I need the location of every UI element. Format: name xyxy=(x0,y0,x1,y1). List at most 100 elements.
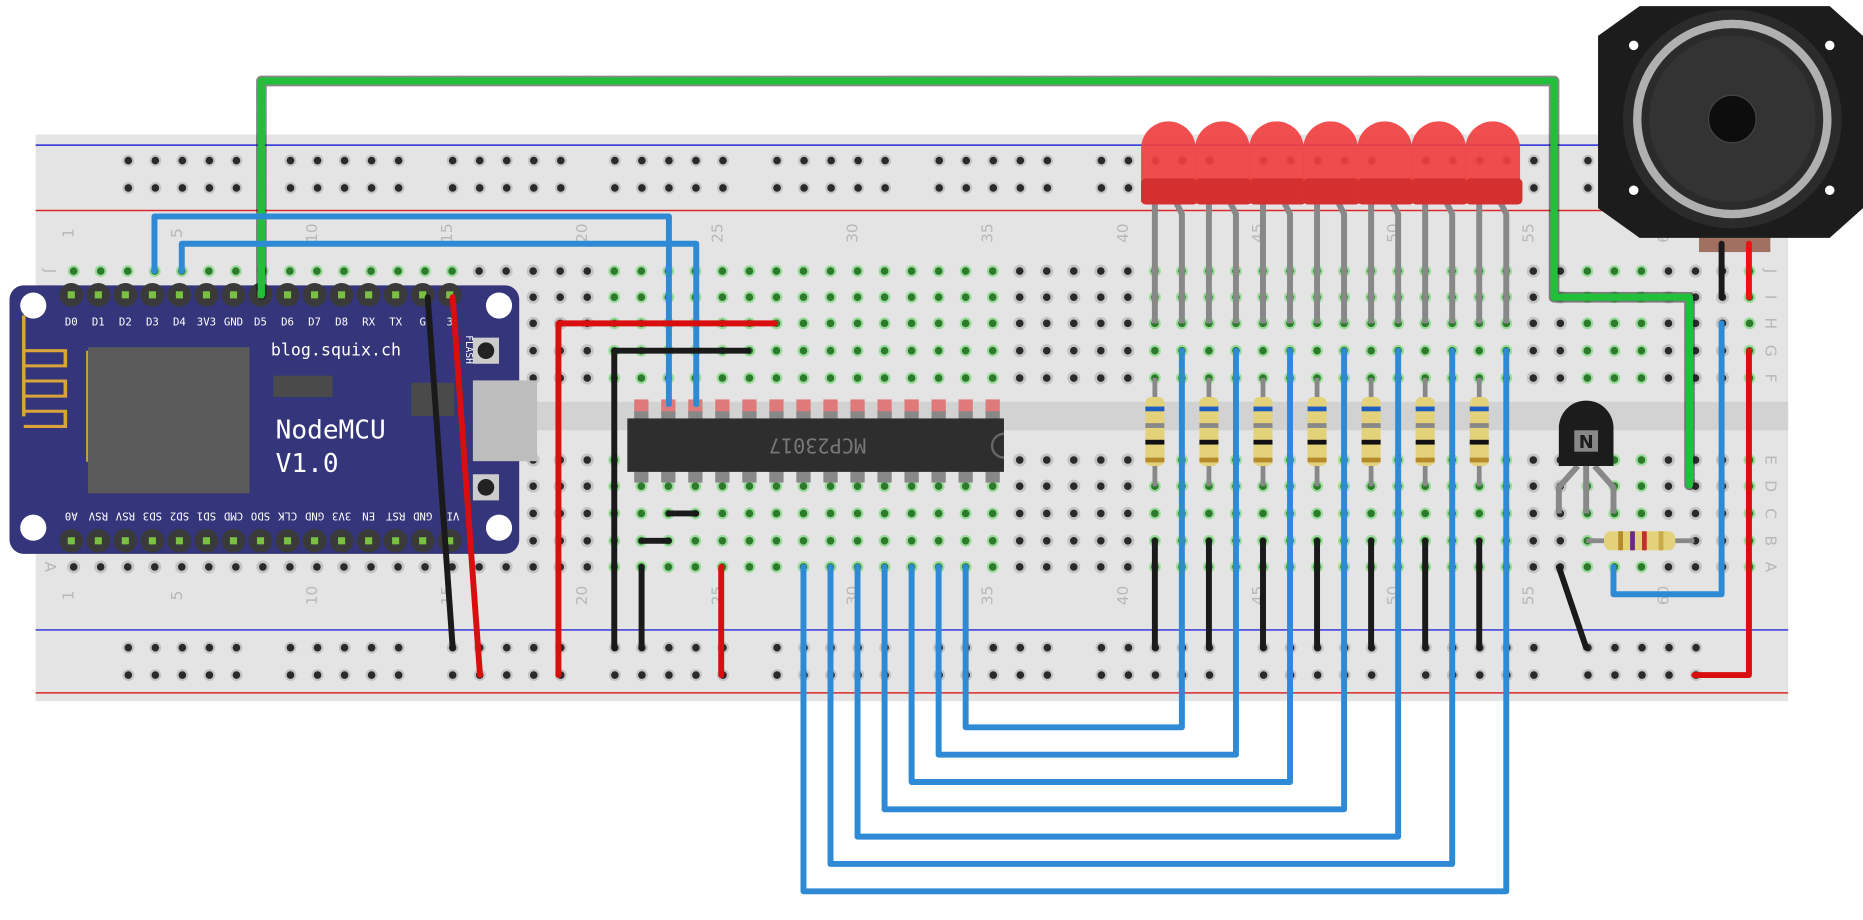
hole-center xyxy=(961,374,970,382)
hole-center xyxy=(1664,563,1673,571)
base-resistor xyxy=(1586,531,1695,551)
wire-red-chip-vcc[interactable] xyxy=(555,320,778,679)
hole-center xyxy=(1583,319,1592,328)
resistor-band xyxy=(1469,439,1489,445)
wire-black-gnd[interactable] xyxy=(424,294,456,651)
wire-blue-collector[interactable] xyxy=(1610,320,1725,598)
row-label: B xyxy=(1762,535,1780,546)
hole-center xyxy=(286,184,295,192)
resistor-band xyxy=(1199,457,1219,463)
chip-pin-top xyxy=(958,399,973,414)
pin-pad xyxy=(310,291,319,299)
hole-center xyxy=(1664,319,1673,328)
hole-center xyxy=(1584,156,1592,165)
column-number: 5 xyxy=(168,591,186,601)
wire-blue-chip-to-led[interactable] xyxy=(935,347,1239,758)
wire-black-emitter[interactable] xyxy=(1555,563,1590,651)
column-number: 20 xyxy=(573,586,591,606)
hole-center xyxy=(1637,509,1646,518)
wire-blue-d3-chip[interactable] xyxy=(151,213,672,408)
resistor-band xyxy=(1469,457,1489,463)
hole-center xyxy=(1042,536,1051,545)
hole-center xyxy=(583,456,592,464)
chip-pin-top xyxy=(796,399,811,414)
wire-black-chip-gnd[interactable] xyxy=(611,347,752,651)
hole-center xyxy=(610,293,619,302)
hole-center xyxy=(826,267,835,275)
hole-center xyxy=(1583,346,1592,355)
pin-label: RSV xyxy=(88,509,108,522)
hole-center xyxy=(367,184,376,192)
hole-center xyxy=(286,156,295,165)
hole-center xyxy=(691,563,700,571)
hole-center xyxy=(1069,293,1078,302)
pin-label: D1 xyxy=(92,316,105,329)
pin-pad xyxy=(392,537,400,545)
hole-center xyxy=(1124,346,1132,355)
hole-center xyxy=(907,267,916,275)
wires xyxy=(151,75,1752,895)
resistor-band xyxy=(1307,406,1327,412)
hole-center xyxy=(745,536,754,545)
hole-center xyxy=(773,671,781,679)
pin-pad xyxy=(256,537,265,545)
hole-center xyxy=(502,671,511,679)
resistor-band xyxy=(1307,457,1327,463)
hole-center xyxy=(853,509,862,518)
hole-center xyxy=(1205,671,1214,679)
hole-center xyxy=(1124,563,1132,571)
hole-center xyxy=(205,643,214,652)
mount-hole xyxy=(1824,185,1835,196)
hole-center xyxy=(692,184,700,192)
resistor xyxy=(1145,378,1165,487)
row-label: H xyxy=(1762,318,1780,330)
mount-hole xyxy=(20,514,47,541)
wire-blue-chip-to-led[interactable] xyxy=(854,347,1402,840)
wire-blue-chip-to-led[interactable] xyxy=(827,347,1456,867)
hole-center xyxy=(1097,319,1105,328)
hole-center xyxy=(178,671,187,679)
board-name: NodeMCU xyxy=(276,416,386,446)
hole-center xyxy=(1016,156,1025,165)
hole-center xyxy=(1015,267,1024,275)
hole-center xyxy=(1069,563,1078,571)
led-rim xyxy=(1195,178,1253,205)
hole-center xyxy=(502,267,510,275)
usb-port[interactable] xyxy=(472,380,538,462)
wire-red-3v3[interactable] xyxy=(449,294,483,679)
hole-center xyxy=(1097,536,1105,545)
pin-pad xyxy=(338,291,346,299)
wire-green-d5-speaker[interactable] xyxy=(257,77,1694,489)
hole-center xyxy=(448,671,457,679)
hole-center xyxy=(880,536,889,545)
pin-pad xyxy=(67,291,75,299)
column-number: 40 xyxy=(1114,223,1132,243)
pin-label: EN xyxy=(362,509,375,522)
chip-pin-leg xyxy=(796,411,811,421)
hole-center xyxy=(529,509,537,518)
hole-center xyxy=(1069,536,1078,545)
wire-blue-chip-to-led[interactable] xyxy=(962,347,1185,731)
hole-center xyxy=(205,671,214,679)
wire-blue-chip-to-led[interactable] xyxy=(800,347,1510,895)
hole-center xyxy=(529,156,538,165)
resistor-band xyxy=(1145,439,1165,445)
hole-center xyxy=(367,643,376,652)
wire-red-speaker[interactable] xyxy=(1691,347,1752,679)
wire-blue-chip-to-led[interactable] xyxy=(881,347,1348,813)
led xyxy=(1195,121,1253,324)
chip-pin-leg xyxy=(634,470,649,483)
wire-blue-chip-to-led[interactable] xyxy=(908,347,1293,785)
resistor-band xyxy=(1307,423,1327,428)
chip-pad xyxy=(273,375,333,398)
hole-center xyxy=(718,267,727,275)
hole-center xyxy=(1530,643,1538,652)
column-number: 15 xyxy=(438,223,456,243)
hole-center xyxy=(529,643,538,652)
hole-center xyxy=(1664,509,1673,518)
hole-center xyxy=(340,671,349,679)
hole-center xyxy=(123,267,132,275)
hole-center xyxy=(502,156,511,165)
pin-label: 3V3 xyxy=(197,316,216,329)
hole-center xyxy=(1421,671,1430,679)
